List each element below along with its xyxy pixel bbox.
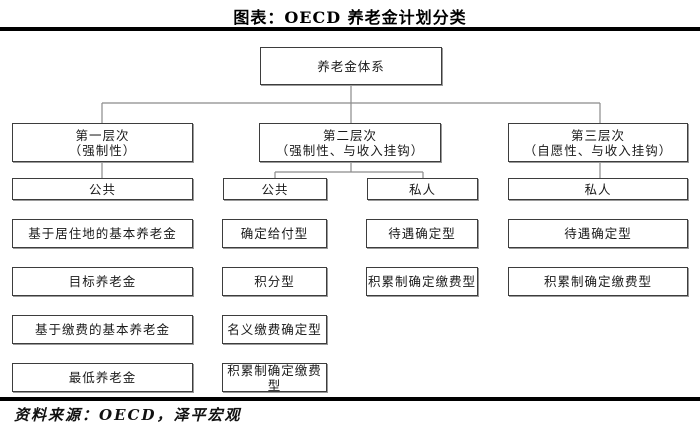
node-label: 名义缴费确定型 <box>227 322 322 337</box>
leaf-residence-basic-pension: 基于居住地的基本养老金 <box>12 219 193 248</box>
leaf-contribution-basic-pension: 基于缴费的基本养老金 <box>12 315 193 344</box>
leaf-minimum-pension: 最低养老金 <box>12 363 193 392</box>
tier-name: 第二层次 <box>322 127 377 143</box>
page-title: 图表：OECD 养老金计划分类 <box>233 8 467 27</box>
leaf-target-pension: 目标养老金 <box>12 267 193 296</box>
node-label: 公共 <box>88 181 116 197</box>
node-label: 积分型 <box>254 274 295 289</box>
leaf-benefit-defined-tier3: 待遇确定型 <box>508 219 688 248</box>
top-rule <box>0 27 700 31</box>
node-tier-3: 第三层次 （自愿性、与收入挂钩） <box>508 123 688 162</box>
leaf-points-type: 积分型 <box>222 267 327 296</box>
node-label: 目标养老金 <box>68 274 137 289</box>
node-private-tier3: 私人 <box>508 178 688 200</box>
node-pension-system: 养老金体系 <box>260 47 442 85</box>
bottom-rule <box>0 397 700 401</box>
node-label: 积累制确定缴费型 <box>367 274 476 289</box>
tier-attribute: （强制性、与收入挂钩） <box>275 142 425 158</box>
tier-attribute: （强制性） <box>68 142 137 158</box>
node-tier-2: 第二层次 （强制性、与收入挂钩） <box>259 123 441 162</box>
node-label: 养老金体系 <box>317 58 385 74</box>
leaf-funded-defined-contribution-tier3: 积累制确定缴费型 <box>508 267 688 296</box>
node-tier-1: 第一层次 （强制性） <box>12 123 193 162</box>
node-label: 待遇确定型 <box>564 226 632 241</box>
node-label: 私人 <box>584 181 612 197</box>
leaf-funded-defined-contribution-tier2: 积累制确定缴费型 <box>366 267 478 296</box>
source-note: 资料来源：OECD，泽平宏观 <box>14 406 242 424</box>
node-label: 确定给付型 <box>240 226 309 241</box>
node-private-tier2: 私人 <box>367 178 478 200</box>
leaf-notional-defined-contribution: 名义缴费确定型 <box>222 315 327 344</box>
leaf-funded-defined-contribution-public: 积累制确定缴费型 <box>222 362 327 393</box>
node-label: 基于缴费的基本养老金 <box>34 322 170 337</box>
node-label: 最低养老金 <box>68 370 137 385</box>
node-label: 积累制确定缴费型 <box>543 274 652 289</box>
node-public-tier1: 公共 <box>12 178 193 200</box>
tier-attribute: （自愿性、与收入挂钩） <box>523 142 673 158</box>
node-label: 待遇确定型 <box>388 226 456 241</box>
node-public-tier2: 公共 <box>223 178 327 200</box>
tier-name: 第一层次 <box>75 127 130 143</box>
node-label: 基于居住地的基本养老金 <box>28 226 177 241</box>
node-label: 积累制确定缴费型 <box>227 362 322 393</box>
node-label: 私人 <box>408 181 436 197</box>
leaf-defined-benefit: 确定给付型 <box>222 219 327 248</box>
tier-name: 第三层次 <box>570 127 625 143</box>
node-label: 公共 <box>261 181 289 197</box>
leaf-benefit-defined-tier2: 待遇确定型 <box>366 219 478 248</box>
